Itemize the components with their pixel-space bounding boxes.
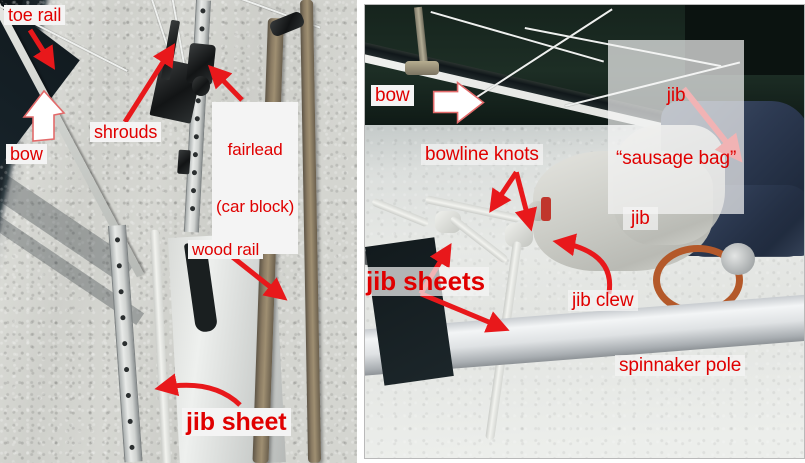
label-fairlead-line2: (car block) [216, 197, 295, 217]
label-sausage-bag-line1: jib [666, 84, 686, 106]
stanchion-base [405, 61, 439, 75]
shackle-hardware [721, 243, 755, 275]
label-toe-rail: toe rail [4, 5, 66, 26]
clew-shackle [541, 197, 551, 221]
label-bowline-knots: bowline knots [421, 144, 543, 166]
label-jib-clew: jib clew [568, 290, 638, 312]
right-photo: bow jib “sausage bag” bowline knots jib … [364, 4, 805, 459]
label-fairlead-line1: fairlead [227, 140, 283, 160]
label-wood-rail: wood rail [188, 240, 264, 260]
left-photo: toe rail bow shrouds fairlead (car block… [0, 0, 357, 463]
label-shrouds: shrouds [90, 122, 162, 143]
track-stop-lower [177, 149, 191, 175]
label-bow-right: bow [371, 85, 414, 107]
label-bow-left: bow [6, 144, 47, 165]
label-jib-sheet: jib sheet [182, 408, 291, 436]
label-spinnaker-pole: spinnaker pole [615, 355, 746, 377]
label-jib: jib [623, 207, 658, 231]
label-sausage-bag: jib “sausage bag” [608, 40, 745, 215]
label-jib-sheets: jib sheets [365, 266, 489, 297]
car-block-sheave [192, 76, 210, 96]
label-sausage-bag-line2: “sausage bag” [616, 148, 737, 170]
label-fairlead: fairlead (car block) [212, 102, 299, 255]
